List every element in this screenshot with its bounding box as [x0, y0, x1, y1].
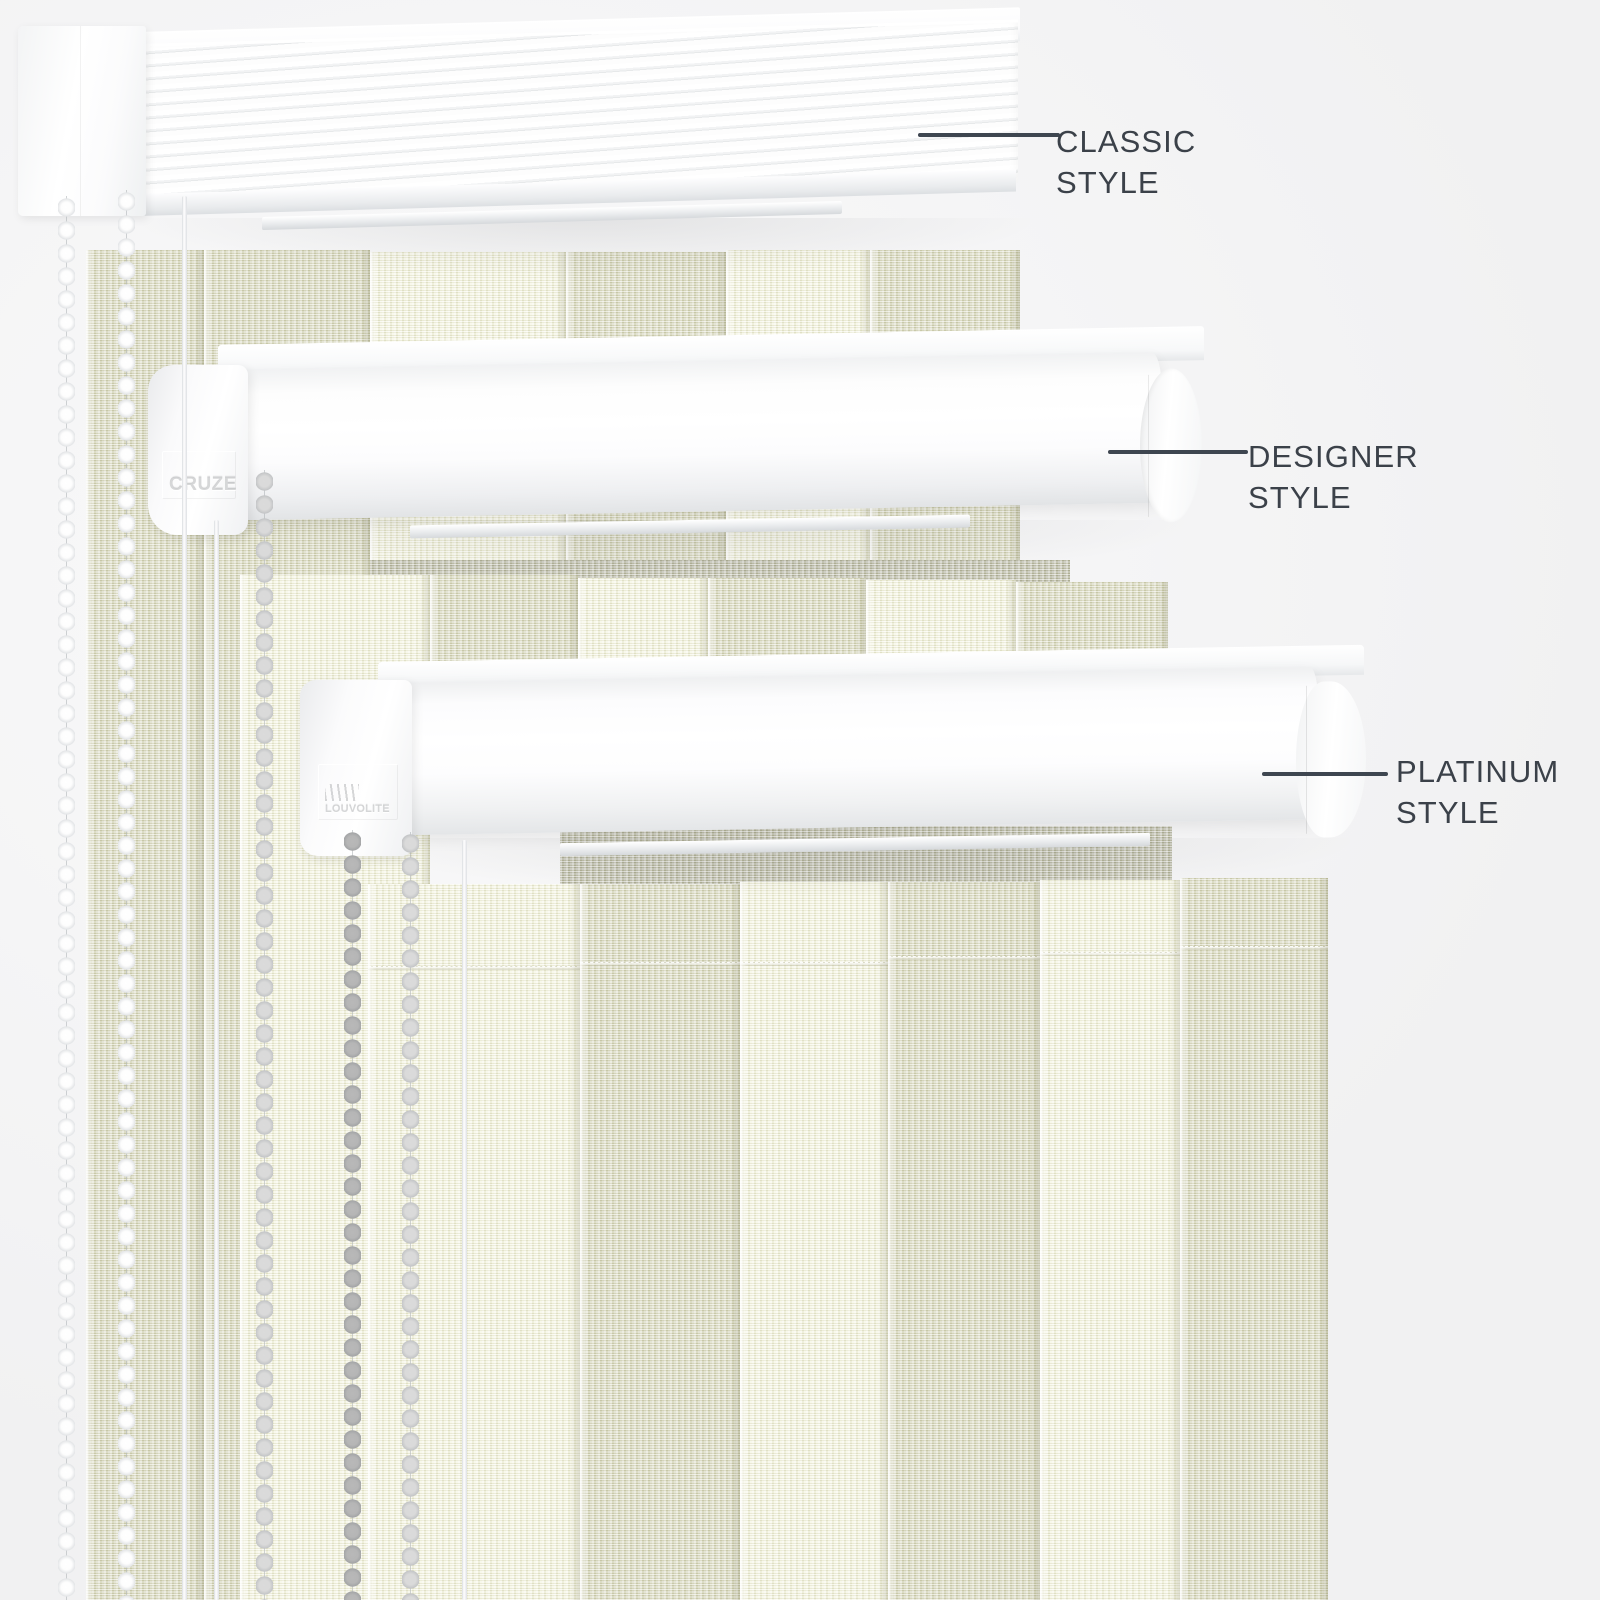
vane-front	[740, 882, 888, 1600]
vane-carrier	[296, 197, 354, 289]
platinum-rail-control-endcap: LOUVOLITE	[300, 680, 412, 856]
vane-mid	[430, 575, 578, 670]
designer-rail-barrel	[206, 352, 1162, 521]
designer-rail-control-endcap: CRUZE	[148, 365, 248, 535]
leader-line-classic	[918, 133, 1060, 137]
vane-front	[888, 882, 1040, 1600]
classic-rail-endcap	[18, 26, 146, 216]
vane-carrier	[578, 836, 636, 928]
platinum-rail-endcap	[1296, 680, 1366, 838]
leader-line-platinum	[1262, 772, 1388, 776]
vane-carrier	[744, 530, 802, 622]
label-designer-style: DESIGNER STYLE	[1248, 437, 1419, 519]
bead-chain-control[interactable]	[344, 830, 361, 1600]
label-classic-line1: CLASSIC	[1056, 124, 1197, 159]
louvolite-brand-label: LOUVOLITE	[325, 803, 390, 815]
vane-carrier	[604, 207, 662, 299]
leader-line-designer	[1108, 450, 1248, 454]
louvolite-slat-stripes-icon	[325, 784, 359, 801]
vane-carrier	[592, 527, 650, 619]
label-classic-line2: STYLE	[1056, 164, 1160, 200]
cruze-brand-label: CRUZE	[169, 474, 237, 495]
bead-chain-control[interactable]	[402, 832, 419, 1600]
vane-front	[368, 884, 580, 1600]
louvolite-brand-plaque: LOUVOLITE	[318, 764, 398, 820]
label-designer-line1: DESIGNER	[1248, 439, 1419, 474]
vane-carrier	[752, 211, 810, 303]
headrail-platinum: LOUVOLITE	[300, 644, 1370, 857]
vane-carrier	[450, 203, 508, 295]
control-wand[interactable]	[214, 520, 219, 1600]
designer-rail-endcap	[1140, 367, 1202, 523]
vane-carrier	[1042, 846, 1100, 938]
headrail-classic	[18, 7, 1020, 230]
platinum-rail-barrel	[362, 667, 1318, 836]
headrail-designer: CRUZE	[148, 326, 1208, 540]
control-wand[interactable]	[182, 196, 187, 1600]
vane-front	[580, 884, 740, 1600]
vane-carrier	[890, 843, 948, 935]
label-platinum-line1: PLATINUM	[1396, 754, 1560, 789]
cruze-brand-plaque: CRUZE	[162, 451, 236, 499]
bead-chain-control[interactable]	[58, 196, 75, 1600]
vane-carrier	[740, 840, 798, 932]
vane-front	[1040, 880, 1180, 1600]
label-designer-line2: STYLE	[1248, 479, 1352, 515]
bead-chain-control[interactable]	[118, 190, 135, 1600]
bead-chain-control[interactable]	[256, 470, 273, 1600]
label-classic-style: CLASSIC STYLE	[1056, 122, 1196, 204]
vane-carrier	[432, 522, 490, 614]
vane-carrier	[888, 533, 946, 625]
label-platinum-line2: STYLE	[1396, 794, 1500, 830]
vane-front	[1180, 878, 1328, 1600]
vane-mid	[578, 578, 708, 670]
control-wand[interactable]	[462, 840, 467, 1600]
label-platinum-style: PLATINUM STYLE	[1396, 752, 1559, 834]
